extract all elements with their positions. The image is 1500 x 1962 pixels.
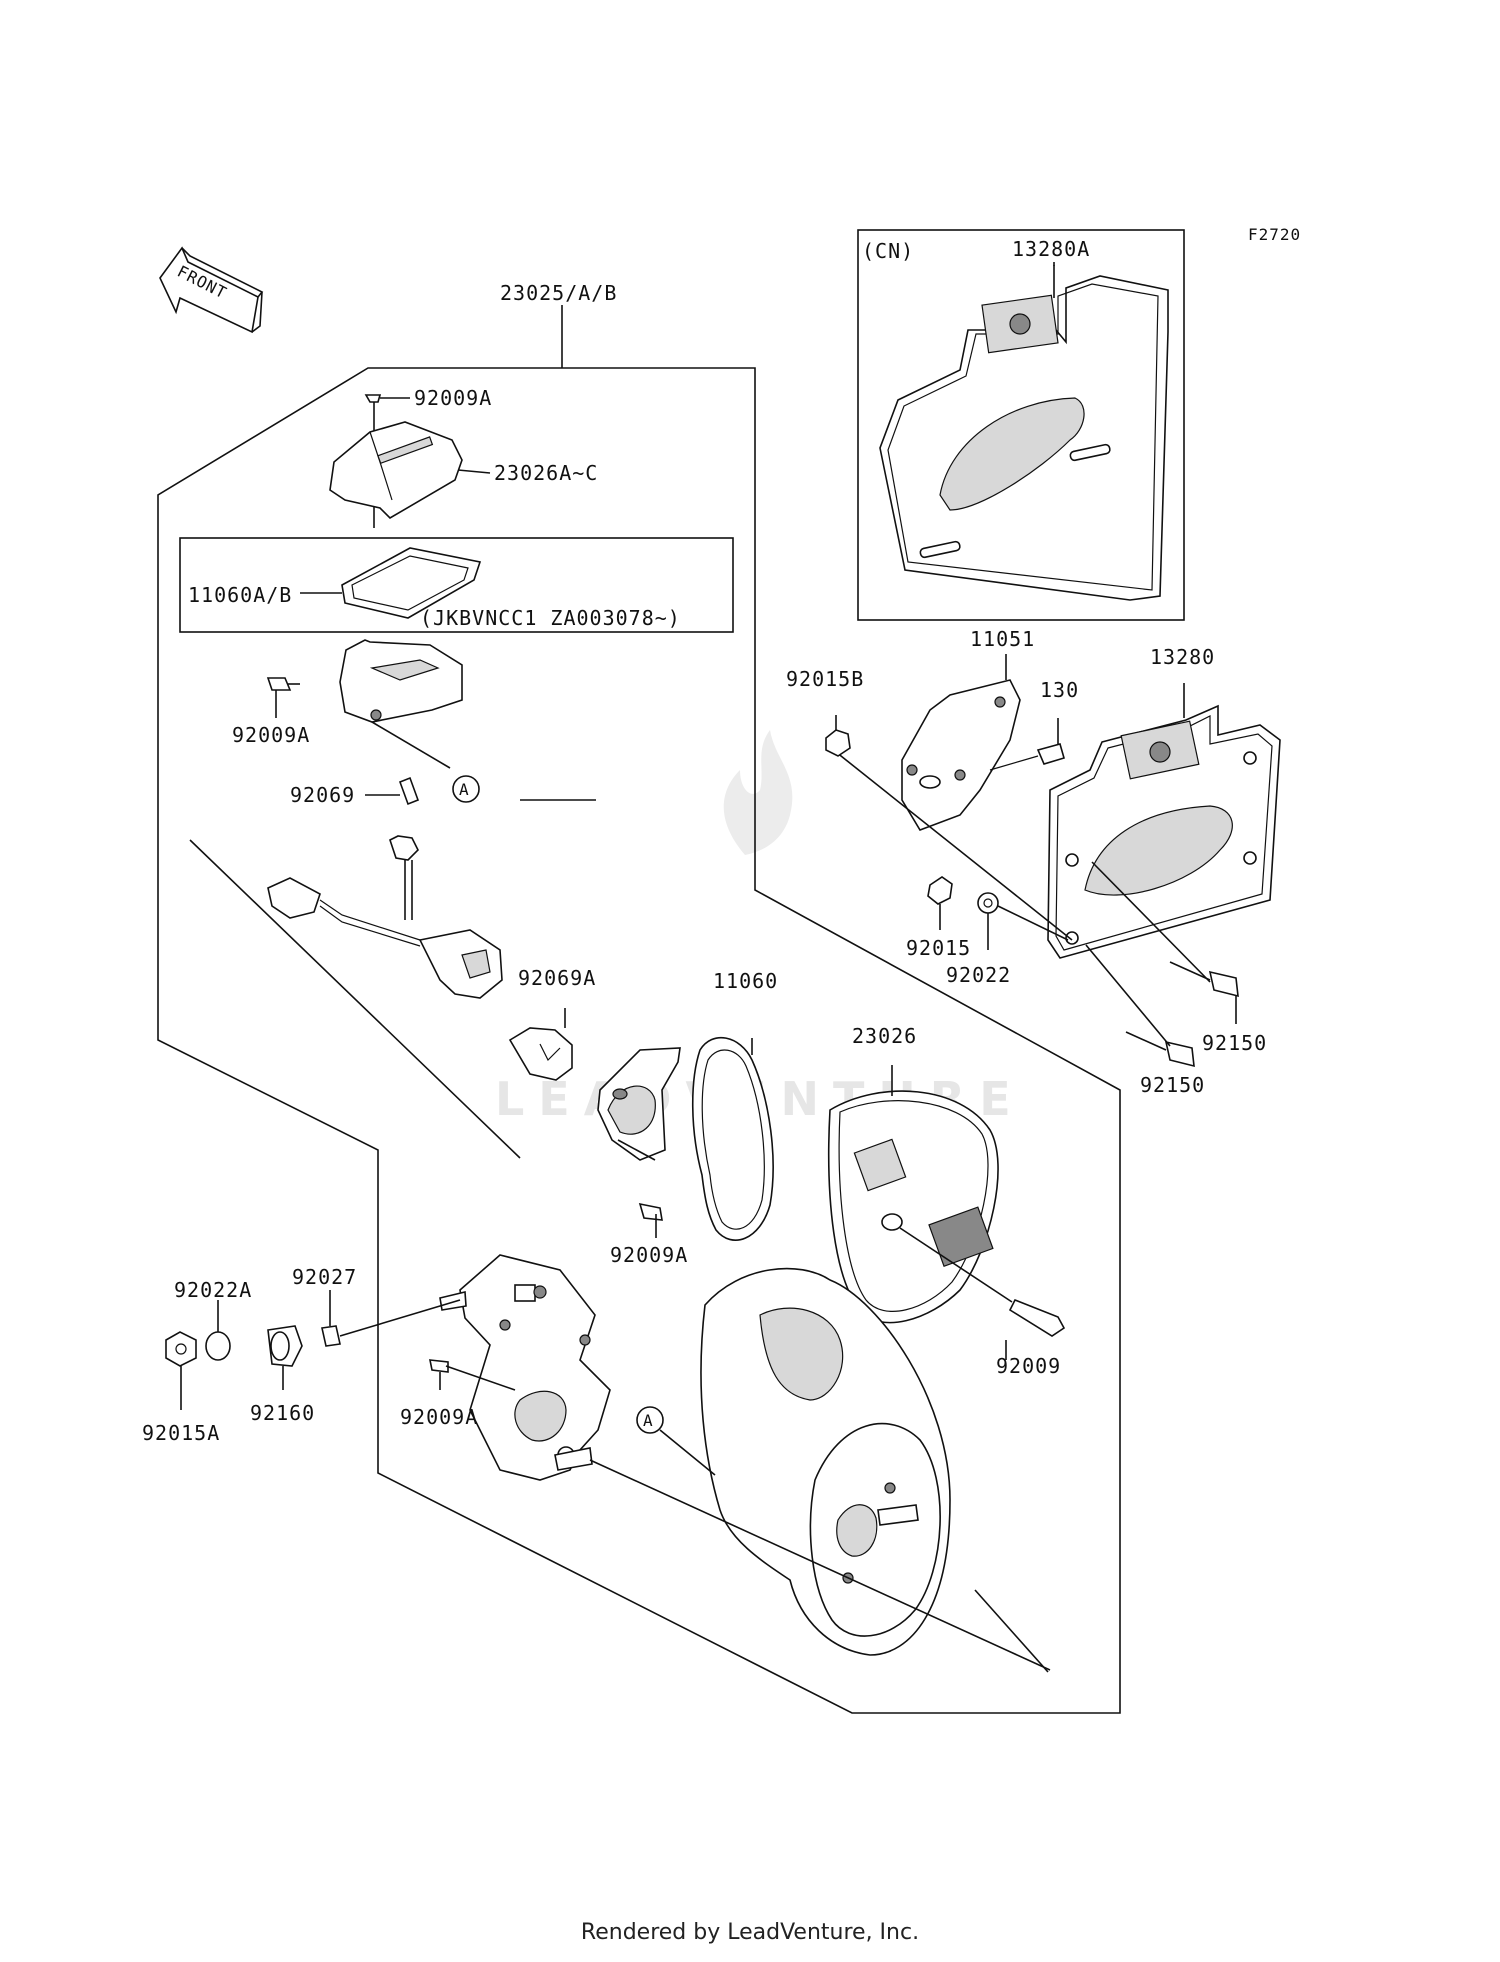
label-13280a: 13280A bbox=[1012, 237, 1090, 261]
license-plate-bracket bbox=[825, 654, 1281, 1068]
label-92009: 92009 bbox=[996, 1354, 1061, 1378]
region-label: (CN) bbox=[862, 239, 914, 263]
label-92009a-3: 92009A bbox=[610, 1243, 688, 1267]
part-labels: 23025/A/B 92009A 23026A~C 11060A/B 92009… bbox=[142, 237, 1267, 1445]
cn-inset-box: (CN) bbox=[857, 229, 1185, 621]
label-92015a: 92015A bbox=[142, 1421, 220, 1445]
label-92150-b: 92150 bbox=[1140, 1073, 1205, 1097]
label-92015b: 92015B bbox=[786, 667, 864, 691]
license-lamp-parts: A bbox=[266, 394, 491, 806]
label-92009a-top: 92009A bbox=[414, 386, 492, 410]
front-arrow-icon: FRONT bbox=[159, 246, 264, 334]
callout-a-top: A bbox=[459, 780, 470, 799]
label-92022a: 92022A bbox=[174, 1278, 252, 1302]
label-23025: 23025/A/B bbox=[500, 281, 617, 305]
footer-credit: Rendered by LeadVenture, Inc. bbox=[580, 1920, 920, 1945]
label-130: 130 bbox=[1040, 678, 1079, 702]
label-92160: 92160 bbox=[250, 1401, 315, 1425]
leader-lines bbox=[520, 262, 1055, 1360]
diagram-code: F2720 bbox=[1248, 225, 1301, 244]
tail-housing: A bbox=[589, 1267, 1051, 1673]
tail-lens bbox=[828, 1065, 1066, 1337]
label-23026: 23026 bbox=[852, 1024, 917, 1048]
serial-box: (JKBVNCC1 ZA003078~) bbox=[179, 537, 734, 633]
gasket-ring bbox=[691, 1036, 774, 1241]
callout-a-bottom: A bbox=[643, 1411, 654, 1430]
serial-note: (JKBVNCC1 ZA003078~) bbox=[420, 606, 681, 630]
label-11051: 11051 bbox=[970, 627, 1035, 651]
mounting-bracket bbox=[429, 1254, 611, 1481]
label-13280: 13280 bbox=[1150, 645, 1215, 669]
label-92150-a: 92150 bbox=[1202, 1031, 1267, 1055]
label-92027: 92027 bbox=[292, 1265, 357, 1289]
label-92022: 92022 bbox=[946, 963, 1011, 987]
label-92069a: 92069A bbox=[518, 966, 596, 990]
label-11060: 11060 bbox=[713, 969, 778, 993]
label-92015: 92015 bbox=[906, 936, 971, 960]
label-92009a-2: 92009A bbox=[232, 723, 310, 747]
label-92069: 92069 bbox=[290, 783, 355, 807]
reflector bbox=[597, 1047, 681, 1238]
label-11060ab: 11060A/B bbox=[188, 583, 292, 607]
label-92009a-4: 92009A bbox=[400, 1405, 478, 1429]
wiring-socket bbox=[189, 835, 573, 1159]
left-hardware bbox=[165, 1290, 461, 1410]
assembly-boundary bbox=[157, 358, 1121, 1714]
label-23026a: 23026A~C bbox=[494, 461, 598, 485]
